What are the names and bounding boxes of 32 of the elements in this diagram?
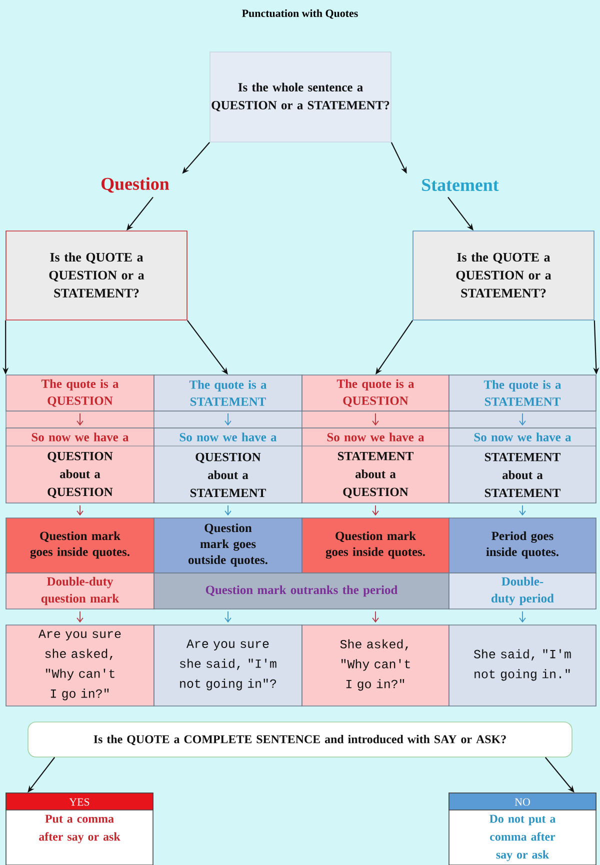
- arrow: [224, 504, 232, 516]
- arrow: [224, 412, 232, 426]
- example-cell: She asked, "Why can't I go in?": [302, 624, 450, 706]
- arrow: [519, 610, 526, 623]
- answer-box: NO Do not put a comma after say or ask: [448, 792, 596, 865]
- rule-cell: Question mark goes inside quotes.: [6, 518, 154, 574]
- question-box: Is the QUOTE a QUESTION or a STATEMENT?: [6, 230, 188, 320]
- question-banner: Is the QUOTE a COMPLETE SENTENCE and introduced with SAY or ASK?: [28, 722, 572, 758]
- arrow: [519, 504, 526, 516]
- example-cell: Are you sure she said, "I'm not going in"?: [154, 624, 302, 706]
- arrow: [76, 610, 84, 623]
- table-cell: Question mark outranks the period: [154, 572, 450, 610]
- arrow: [372, 610, 379, 623]
- arrow: [76, 504, 84, 516]
- example-cell: She said, "I'm not going in.": [448, 624, 596, 706]
- title: Punctuation with Quotes: [242, 9, 358, 19]
- arrow: [519, 412, 526, 426]
- rule-cell: Question mark goes inside quotes.: [302, 518, 450, 574]
- question-box: Is the whole sentence a QUESTION or a STATEMENT?: [210, 52, 392, 142]
- example-cell: Are you sure she asked, "Why can't I go in?": [6, 624, 154, 706]
- table-cell: Double-duty period: [448, 572, 596, 610]
- arrow: [372, 504, 379, 516]
- arrow: [372, 412, 379, 426]
- answer-box: YES Put a comma after say or ask: [6, 792, 154, 865]
- table-cell: Double-duty question mark: [6, 572, 154, 610]
- arrow: [76, 412, 84, 426]
- branch-label: Statement: [422, 178, 499, 192]
- branch-label: Question: [102, 177, 170, 193]
- arrow: [224, 610, 232, 623]
- question-box: Is the QUOTE a QUESTION or a STATEMENT?: [412, 230, 594, 320]
- rule-cell: Period goes inside quotes.: [448, 518, 596, 574]
- rule-cell: Question mark goes outside quotes.: [154, 518, 302, 574]
